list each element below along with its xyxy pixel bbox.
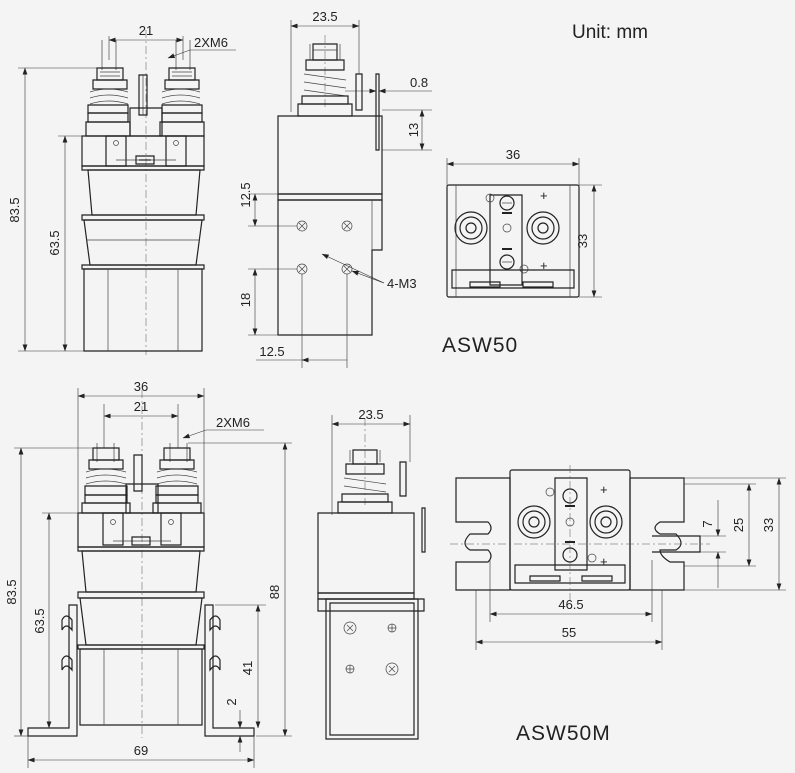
- asw50m-bracket-height-label: 88: [267, 585, 282, 599]
- asw50m-hole-pitch-label: 46.5: [558, 597, 583, 612]
- asw50m-model-label: ASW50M: [516, 722, 611, 745]
- asw50m-terminal-pitch-label: 21: [134, 399, 148, 414]
- terminal-stud-right: [160, 40, 204, 136]
- asw50m-body-height-label: 63.5: [32, 608, 47, 633]
- unit-note: Unit: mm: [572, 22, 648, 43]
- asw50m-front-view: 36 21 2XM6 83.5 63.5 88 41 2 69: [4, 379, 292, 768]
- asw50m-flange-length-label: 55: [562, 625, 576, 640]
- asw50-hole-spacing-vertical-label: 18: [238, 293, 253, 307]
- asw50-top-view: + + 36 33: [447, 147, 602, 297]
- asw50-tab-thickness-label: 0.8: [410, 75, 428, 90]
- asw50-side-view: 23.5 0.8 13 12.5 18 12.5 4-M3: [238, 9, 432, 368]
- terminal-stud-left-m: [82, 443, 130, 513]
- asw50-model-label: ASW50: [442, 334, 518, 357]
- asw50m-plus-symbol-lower: +: [600, 554, 608, 569]
- asw50-hole-spacing-horizontal-label: 12.5: [259, 344, 284, 359]
- asw50m-bracket-span-label: 69: [134, 743, 148, 758]
- asw50-tab-height-label: 13: [406, 123, 421, 137]
- asw50-overall-height-label: 83.5: [7, 197, 22, 222]
- asw50-plus-symbol: +: [540, 188, 548, 203]
- asw50m-plus-symbol: +: [600, 482, 608, 497]
- asw50-side-width-label: 23.5: [312, 9, 337, 24]
- asw50-thread-callout: 2XM6: [194, 35, 228, 50]
- asw50-body-height-label: 63.5: [47, 230, 62, 255]
- terminal-stud-left: [86, 40, 130, 136]
- asw50-terminal-pitch-label: 21: [139, 23, 153, 38]
- asw50m-side-width-label: 23.5: [358, 407, 383, 422]
- asw50-hole-offset-top-label: 12.5: [238, 182, 253, 207]
- asw50m-overall-height-label: 83.5: [4, 579, 19, 604]
- asw50m-bracket-mount-height-label: 41: [240, 661, 255, 675]
- terminal-stud-right-m: [153, 443, 201, 513]
- asw50m-body-width-label: 36: [134, 379, 148, 394]
- asw50-top-width-label: 36: [506, 147, 520, 162]
- asw50m-slot-span-label: 25: [731, 518, 746, 532]
- asw50m-bracket-thickness-label: 2: [224, 698, 239, 705]
- asw50m-side-view: 23.5: [318, 407, 425, 739]
- asw50-front-view: 21 2XM6 83.5 63.5: [7, 23, 236, 355]
- asw50m-slot-width-label: 7: [700, 520, 715, 527]
- asw50m-flange-depth-label: 33: [761, 518, 776, 532]
- asw50-top-depth-label: 33: [575, 234, 590, 248]
- asw50m-thread-callout: 2XM6: [216, 415, 250, 430]
- asw50-mounting-thread-callout: 4-M3: [387, 276, 417, 291]
- asw50m-top-view: + + 7 25 33 46.5 55: [450, 465, 786, 650]
- asw50-plus-symbol-lower: +: [540, 258, 548, 273]
